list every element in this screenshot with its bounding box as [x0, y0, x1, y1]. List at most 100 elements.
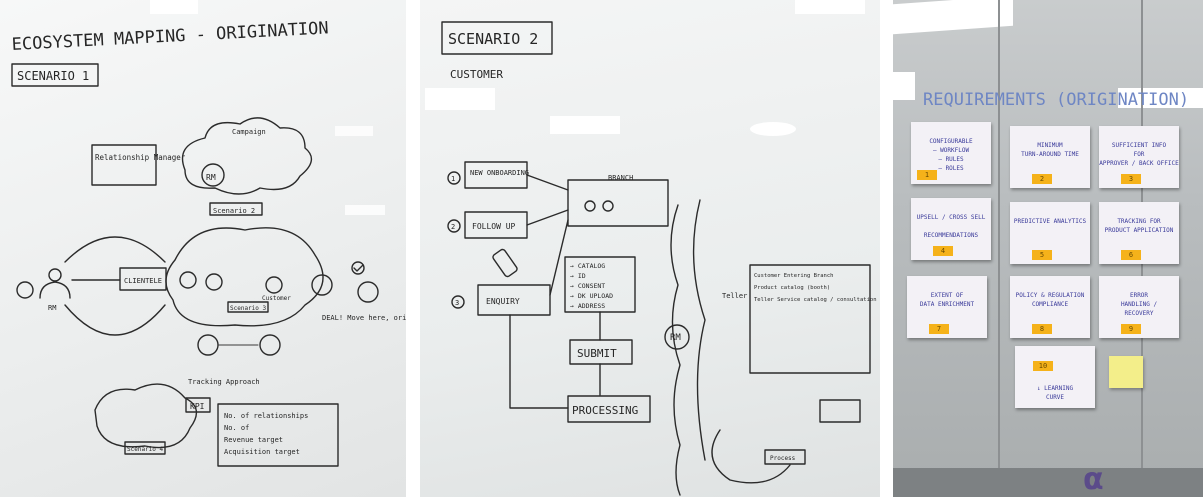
whiteboard-scenario-1: ECOSYSTEM MAPPING - ORIGINATION SCENARIO… [0, 0, 406, 497]
note-number: 3 [1121, 174, 1141, 184]
process-box [764, 449, 806, 465]
light-reflection [1118, 88, 1203, 108]
scenario-2-title-box [441, 21, 553, 55]
light-reflection [345, 205, 385, 215]
clientele-label: CLIENTELE [124, 277, 162, 285]
person-icon [584, 200, 596, 212]
note-number: 10 [1033, 361, 1053, 371]
requirement-note: UPSELL / CROSS SELL RECOMMENDATIONS 4 [911, 198, 991, 260]
note-text: ↓ LEARNING CURVE [1036, 385, 1074, 401]
checkmark-stroke [353, 264, 364, 272]
customer-right-icon [357, 281, 379, 303]
note-text: SUFFICIENT INFO FOR APPROVER / BACK OFFI… [1099, 142, 1179, 167]
kpi-box [185, 397, 211, 413]
stat-number: 1 [451, 175, 455, 183]
loop-arrow [711, 429, 791, 484]
scenario-4-cloud [94, 383, 198, 449]
scenario-2-title: SCENARIO 2 [448, 30, 538, 48]
deal-note: DEAL! Move here, origination process beg… [322, 314, 406, 322]
rm-bottom-icon [197, 334, 219, 356]
scenario-label: SCENARIO 1 [17, 69, 89, 83]
scenario-4-label: Scenario 4 [127, 446, 164, 453]
kpi-item: No. of relationships [224, 412, 308, 420]
check-icon [351, 261, 365, 275]
divider-line [692, 199, 706, 461]
ceiling-light [893, 0, 1013, 35]
relationship-manager-box [91, 144, 157, 186]
process-step: Product catalog (booth) [754, 285, 830, 291]
light-reflection [335, 126, 373, 136]
step-item: → ID [570, 272, 586, 280]
step-item: → DK UPLOAD [570, 292, 613, 300]
processing-label: PROCESSING [572, 404, 638, 417]
kpi-item: Acquisition target [224, 448, 300, 456]
branch-box [567, 179, 669, 227]
requirements-title: REQUIREMENTS (ORIGINATION) [923, 90, 1190, 110]
stat-number: 2 [451, 223, 455, 231]
rm-label: RM [670, 333, 681, 343]
requirement-note: EXTENT OF DATA ENRICHMENT 7 [907, 276, 987, 338]
small-box [819, 399, 861, 423]
follow-up-label: FOLLOW UP [472, 222, 516, 231]
note-text: PREDICTIVE ANALYTICS [1013, 218, 1087, 225]
rm-circle [201, 163, 225, 187]
person-icon [602, 200, 614, 212]
curve-arrow [64, 304, 166, 336]
requirement-note: 10 ↓ LEARNING CURVE [1015, 346, 1095, 408]
arrow [526, 174, 569, 191]
rm-person-body [39, 281, 71, 299]
note-number: 1 [917, 170, 937, 180]
note-text: POLICY & REGULATION COMPLIANCE [1015, 292, 1085, 308]
tracking-label: Tracking Approach [188, 378, 260, 386]
scenario-box [11, 63, 99, 87]
person-icon [205, 273, 223, 291]
light-reflection [425, 88, 495, 110]
note-text: EXTENT OF DATA ENRICHMENT [919, 292, 975, 308]
kpi-label: KPI [190, 402, 205, 411]
note-number: 6 [1121, 250, 1141, 260]
step-item: → CONSENT [570, 282, 605, 290]
requirements-board: REQUIREMENTS (ORIGINATION) CONFIGURABLE … [893, 0, 1203, 497]
enquiry-label: ENQUIRY [486, 297, 520, 306]
stat-number: 3 [455, 299, 459, 307]
step-2-marker [179, 271, 197, 289]
yellow-sticky-note [1109, 356, 1143, 388]
campaign-cloud [181, 117, 313, 195]
note-number: 5 [1032, 250, 1052, 260]
enquiry-box [477, 284, 551, 316]
teller-label: Teller [722, 292, 747, 300]
light-reflection [795, 0, 865, 14]
scenario-2-box [209, 202, 263, 216]
note-text: CONFIGURABLE — WORKFLOW — RULES — ROLES [929, 138, 973, 172]
requirement-note: CONFIGURABLE — WORKFLOW — RULES — ROLES … [911, 122, 991, 184]
step-1-marker [16, 281, 34, 299]
branch-label: BRANCH [608, 174, 633, 182]
customer-label: Customer [262, 295, 291, 302]
scenario-3-cloud [165, 227, 324, 327]
process-label: Process [770, 455, 796, 462]
note-text: ERROR HANDLING / RECOVERY [1120, 292, 1158, 317]
submit-box [569, 339, 633, 365]
rm-right-icon [311, 274, 333, 296]
board-title: ECOSYSTEM MAPPING - ORIGINATION [11, 18, 329, 55]
glass-seam [998, 0, 1000, 497]
branch-process-box [749, 264, 871, 374]
arrow [549, 219, 569, 296]
note-number: 8 [1032, 324, 1052, 334]
kpi-item: Revenue target [224, 436, 283, 444]
customer-heading: CUSTOMER [450, 68, 503, 81]
note-number: 9 [1121, 324, 1141, 334]
rm-circle [664, 324, 690, 350]
customer-bottom-icon [259, 334, 281, 356]
note-number: 4 [933, 246, 953, 256]
arrow [509, 314, 569, 409]
note-text: MINIMUM TURN-AROUND TIME [1021, 142, 1079, 158]
step-item: → ADDRESS [570, 302, 605, 310]
rm-label: RM [206, 173, 216, 182]
campaign-label: Campaign [232, 128, 266, 136]
whiteboard-scenario-2: SCENARIO 2 CUSTOMER NEW ONBOARDING FOLLO… [420, 0, 880, 497]
requirement-note: ERROR HANDLING / RECOVERY 9 [1099, 276, 1179, 338]
rm-caption: RM [48, 304, 56, 312]
light-reflection [893, 72, 915, 100]
note-text: TRACKING FOR PRODUCT APPLICATION [1104, 218, 1174, 234]
